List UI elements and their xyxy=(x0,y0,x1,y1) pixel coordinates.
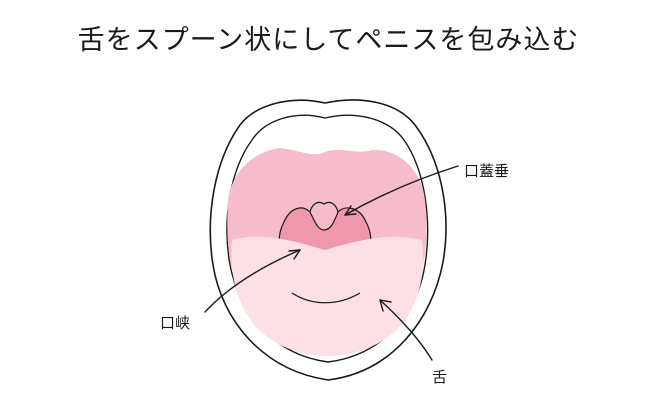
label-tongue: 舌 xyxy=(432,368,448,386)
page-title: 舌をスプーン状にしてペニスを包み込む xyxy=(77,25,580,56)
tongue-groove xyxy=(291,292,361,304)
uvula-arrow xyxy=(344,165,459,216)
label-uvula: 口蓋垂 xyxy=(464,162,510,180)
uvula xyxy=(309,201,339,213)
tongue-arrow xyxy=(379,299,433,361)
isthmus-arrowhead xyxy=(288,249,301,260)
tongue-arrowhead xyxy=(379,299,392,312)
label-isthmus: 口峡 xyxy=(160,314,191,332)
tongue xyxy=(231,236,424,356)
isthmus-arrow xyxy=(204,249,301,313)
uvula-arrowhead xyxy=(344,205,357,216)
